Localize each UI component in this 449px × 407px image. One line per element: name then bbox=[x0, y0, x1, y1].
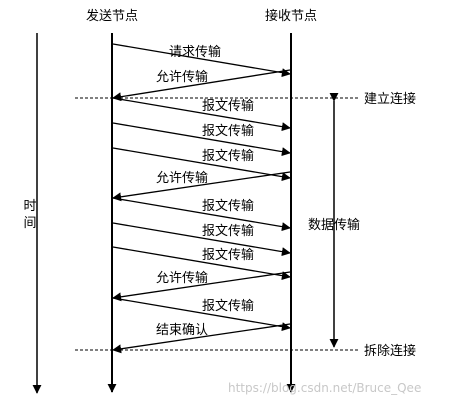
sender-node-label: 发送节点 bbox=[86, 8, 138, 24]
message-arrow-2 bbox=[112, 69, 291, 102]
message-label-11: 报文传输 bbox=[202, 298, 254, 314]
message-arrow-7 bbox=[112, 197, 291, 232]
message-label-9: 报文传输 bbox=[202, 247, 254, 263]
message-arrow-5 bbox=[112, 147, 291, 182]
message-label-4: 报文传输 bbox=[202, 123, 254, 139]
message-label-12: 结束确认 bbox=[156, 323, 208, 338]
message-arrow-4 bbox=[112, 122, 291, 157]
message-arrow-8 bbox=[112, 222, 291, 257]
message-label-1: 请求传输 bbox=[169, 44, 221, 60]
receiver-node-label: 接收节点 bbox=[265, 8, 317, 24]
message-arrow-3 bbox=[112, 97, 291, 132]
message-arrow-12 bbox=[112, 323, 291, 354]
message-arrow-11 bbox=[112, 297, 291, 332]
message-label-5: 报文传输 bbox=[202, 148, 254, 164]
message-arrow-6 bbox=[112, 171, 291, 202]
message-label-8: 报文传输 bbox=[202, 223, 254, 239]
message-list: 请求传输允许传输报文传输报文传输报文传输允许传输报文传输报文传输报文传输允许传输… bbox=[112, 43, 291, 354]
message-label-6: 允许传输 bbox=[156, 170, 208, 186]
message-label-10: 允许传输 bbox=[156, 270, 208, 286]
message-label-2: 允许传输 bbox=[156, 69, 208, 85]
time-axis-label-2: 间 bbox=[23, 216, 36, 231]
watermark: https://blog.csdn.net/Bruce_Qee bbox=[228, 381, 421, 395]
establish-connection-label: 建立连接 bbox=[364, 91, 416, 107]
message-arrow-10 bbox=[112, 271, 291, 302]
message-label-7: 报文传输 bbox=[202, 198, 254, 214]
time-axis-label-1: 时 bbox=[23, 199, 36, 214]
message-label-3: 报文传输 bbox=[202, 98, 254, 114]
message-arrow-1 bbox=[112, 43, 291, 78]
message-arrow-9 bbox=[112, 246, 291, 281]
teardown-connection-label: 拆除连接 bbox=[364, 343, 416, 359]
